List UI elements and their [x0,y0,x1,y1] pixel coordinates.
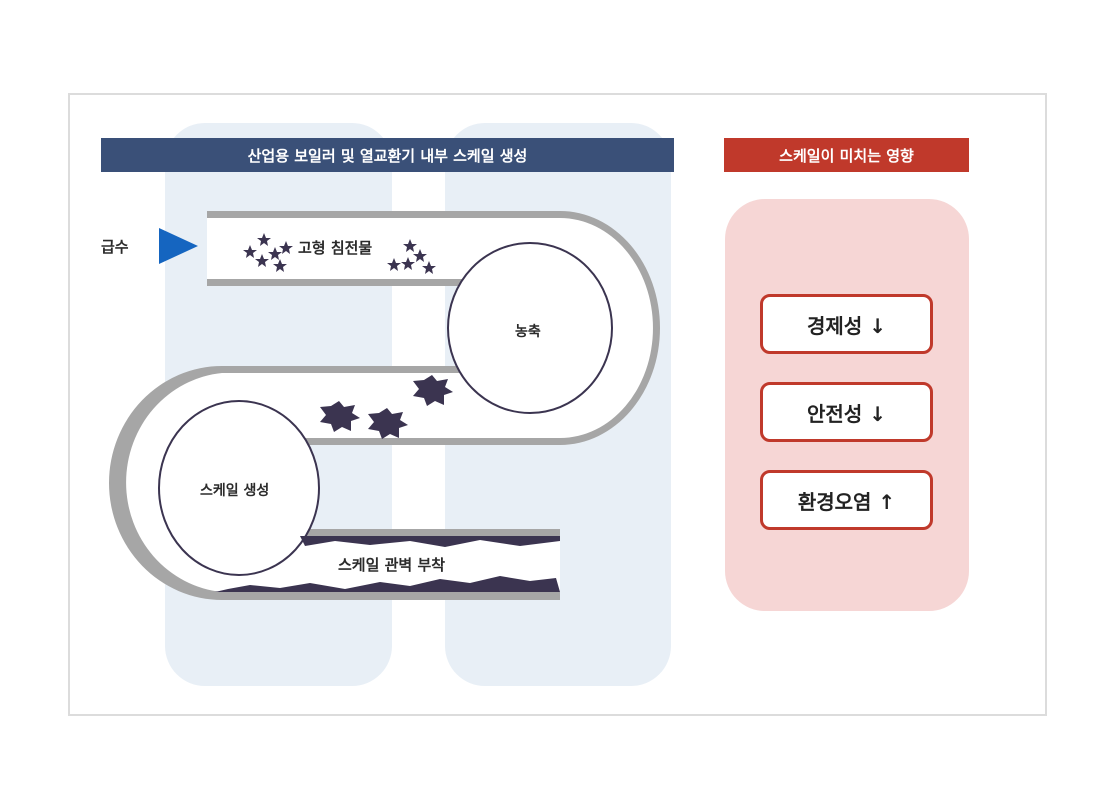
precipitate-star-icon [257,233,271,246]
precipitate-star-icon [243,245,257,258]
effect-safety-box: 안전성 ↓ [760,382,933,442]
scale-particle-icon [320,401,360,432]
scale-formation-title-banner: 산업용 보일러 및 열교환기 내부 스케일 생성 [101,138,674,172]
precipitate-star-icon [413,249,427,262]
scale-adhesion-label: 스케일 관벽 부착 [338,556,446,574]
pipe-interior [126,218,653,592]
scale-deposit-top [300,536,560,547]
large-scale-stars [320,375,453,439]
solid-precipitate-label: 고형 침전물 [298,239,373,257]
scale-particle-icon [413,375,453,406]
inlet-label: 급수 [101,238,129,256]
precipitate-star-icon [268,247,282,260]
precipitate-star-icon [403,239,417,252]
effect-pollution-box: 환경오염 ↑ [760,470,933,530]
small-precipitate-stars-left [243,233,293,272]
concentration-circle [447,242,613,414]
precipitate-star-icon [273,259,287,272]
scale-deposit-bottom [215,576,560,592]
scale-formation-circle [158,400,320,576]
precipitate-star-icon [401,257,415,270]
small-precipitate-stars-right [387,239,436,274]
precipitate-star-icon [422,261,436,274]
precipitate-star-icon [279,241,293,254]
concentration-label: 농축 [515,324,541,340]
precipitate-star-icon [387,258,401,271]
scale-formation-label: 스케일 생성 [200,483,270,499]
scale-effects-title-banner: 스케일이 미치는 영향 [724,138,969,172]
precipitate-star-icon [255,254,269,267]
scale-particle-icon [368,408,408,439]
effect-economy-box: 경제성 ↓ [760,294,933,354]
inlet-arrow-icon [159,228,198,264]
